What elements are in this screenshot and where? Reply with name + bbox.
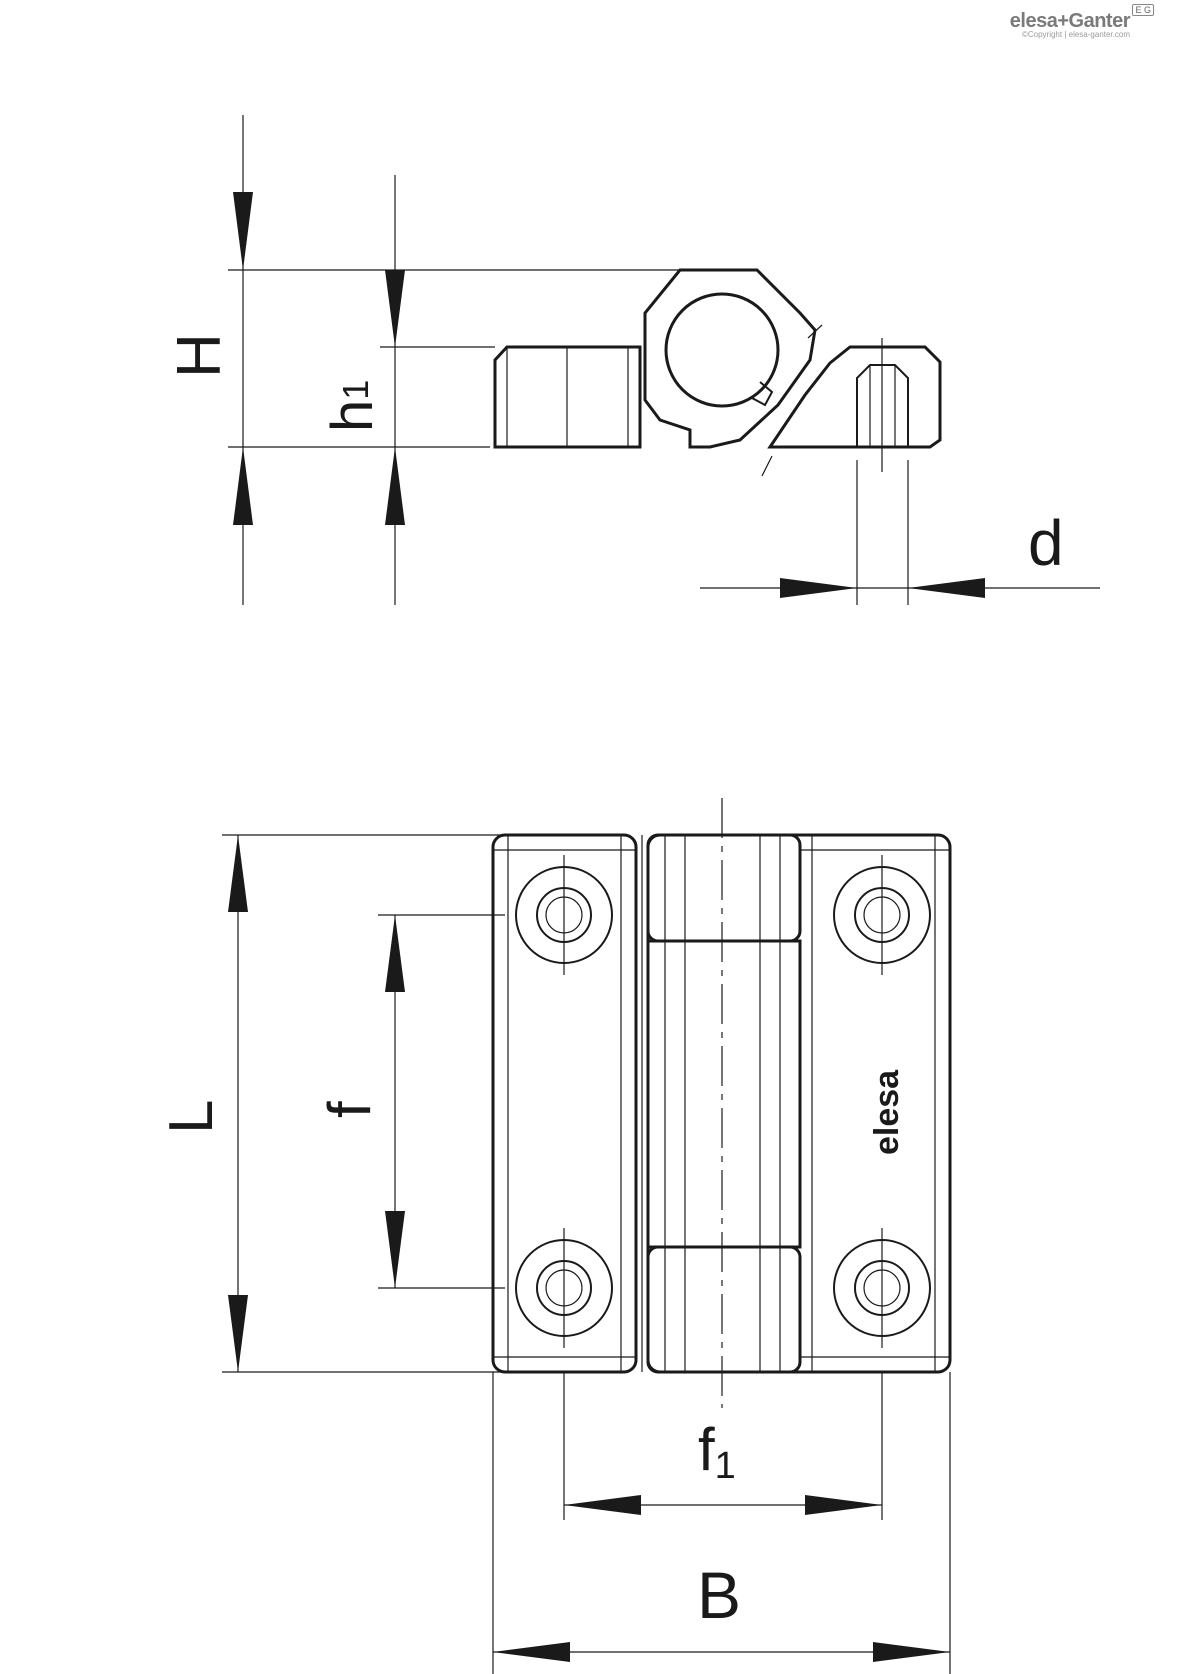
dimension-h1: h1	[320, 175, 495, 605]
side-view: H h1	[165, 115, 1100, 605]
engraving-logo: elesa	[868, 1069, 906, 1155]
label-f1-main: f	[698, 1416, 715, 1483]
label-f1: f1	[698, 1416, 736, 1487]
dimension-d: d	[700, 460, 1100, 605]
screw-hole-top-right	[833, 855, 931, 975]
dimension-H: H	[165, 115, 715, 605]
hinge-knuckle	[641, 798, 802, 1408]
label-f: f	[316, 1101, 383, 1118]
dimension-B: B	[492, 1372, 951, 1674]
label-L: L	[157, 1100, 226, 1134]
dimension-f: f	[316, 914, 505, 1289]
label-h1: h1	[320, 380, 385, 432]
screw-hole-bottom-right	[833, 1228, 931, 1348]
dimension-L: L	[157, 834, 505, 1373]
label-h1-sub: 1	[335, 380, 376, 400]
label-d: d	[1028, 507, 1064, 579]
brand-copyright: ©Copyright | elesa-ganter.com	[1021, 30, 1130, 39]
label-B: B	[697, 1558, 741, 1632]
label-f1-sub: 1	[715, 1445, 736, 1487]
brand-name: elesa+Ganter	[1009, 10, 1131, 32]
dimension-f1: f1	[563, 1372, 883, 1520]
hinge-right-plate	[646, 833, 952, 1374]
brand-logo: elesa+Ganter ©Copyright | elesa-ganter.c…	[1009, 4, 1154, 39]
label-H: H	[165, 333, 234, 378]
screw-hole-bottom-left	[515, 1228, 613, 1348]
front-view: L f	[157, 798, 952, 1674]
brand-badge: E G	[1132, 4, 1154, 16]
label-h1-main: h	[320, 400, 385, 432]
hinge-side-profile	[493, 268, 942, 477]
screw-hole-top-left	[515, 855, 613, 975]
